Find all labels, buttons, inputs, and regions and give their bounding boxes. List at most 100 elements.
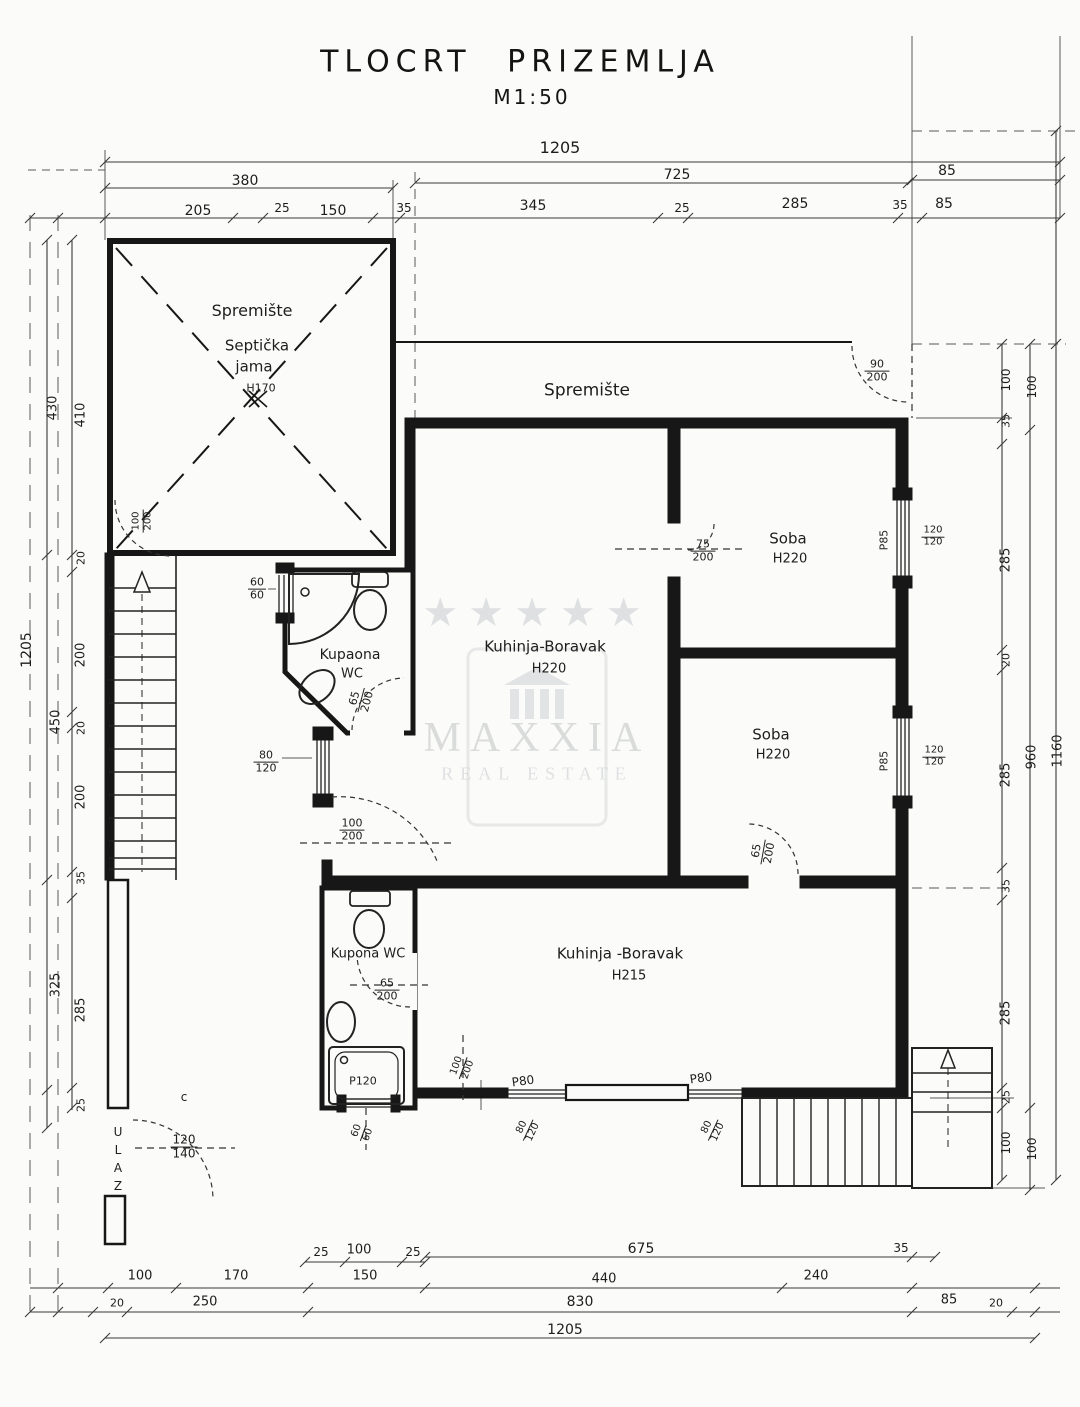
dimension-label: 25	[999, 1090, 1013, 1104]
dimension-label: 150	[352, 1268, 378, 1284]
dimension-label: 1160	[1050, 734, 1066, 768]
opening-code-label: c	[180, 1090, 188, 1104]
room-label: Kupaona	[319, 647, 381, 663]
dimension-label: 100	[999, 368, 1013, 392]
dimension-label: 20	[999, 653, 1013, 667]
room-label: Soba	[769, 529, 807, 548]
dimension-label: 85	[940, 1292, 958, 1308]
dimension-label: 725	[663, 167, 691, 183]
fixtures	[288, 571, 405, 1105]
dimension-label: 205	[184, 203, 212, 219]
dimension-label: 380	[231, 173, 259, 189]
doors	[114, 344, 913, 1200]
dimension-label: 85	[935, 196, 953, 212]
reference-lines	[28, 36, 1078, 1320]
dimension-label: 200	[73, 784, 89, 810]
stairs	[109, 556, 993, 1189]
room-label: Kuhinja-Boravak	[484, 637, 606, 656]
room-label: Septička	[224, 336, 290, 355]
dimension-label: 25	[405, 1245, 421, 1259]
dimension-label: 450	[48, 709, 64, 735]
dimension-label: 20	[74, 721, 88, 735]
dimension-label: 25	[313, 1245, 329, 1259]
room-label: jama	[235, 357, 273, 376]
watermark-tagline: REAL ESTATE	[441, 763, 633, 784]
room-label: WC	[341, 666, 363, 682]
opening-code-label: P120	[349, 1074, 377, 1088]
walls	[103, 238, 913, 1246]
dimension-label: 1205	[19, 632, 35, 668]
room-label: H220	[755, 747, 791, 763]
dimension-label: 25	[274, 201, 290, 215]
dimension-label: 170	[223, 1268, 249, 1284]
dimension-label: 100	[346, 1242, 372, 1258]
dimension-label: 285	[781, 196, 809, 212]
opening-code-label: P80	[510, 1072, 536, 1090]
room-label: Spremište	[544, 380, 630, 401]
dimension-label: 20	[74, 551, 88, 565]
dimension-label: 960	[1024, 744, 1040, 770]
dimension-label: 100	[1025, 1137, 1039, 1161]
room-label: H220	[772, 551, 808, 567]
page-title: TLOCRT PRIZEMLJA	[320, 44, 720, 80]
room-label: H220	[531, 661, 567, 677]
dimension-label: 35	[999, 879, 1013, 893]
dimension-label: 25	[74, 1098, 88, 1112]
room-label: Soba	[752, 725, 790, 744]
dimension-label: 285	[998, 1000, 1014, 1026]
dimension-label: 1205	[539, 138, 581, 157]
dimension-label: 20	[110, 1296, 124, 1310]
dimension-label: 35	[999, 414, 1013, 428]
room-label: Spremište	[211, 301, 293, 320]
dimension-label: 35	[893, 1241, 909, 1255]
dimension-label: 100	[999, 1131, 1013, 1155]
opening-code-label: P85	[877, 529, 891, 551]
dimension-label: 1205	[547, 1322, 583, 1338]
plan-scale: M1:50	[493, 85, 571, 109]
dimension-label: 250	[192, 1294, 218, 1310]
dimension-label: 285	[998, 547, 1014, 573]
watermark-brand: MAXXIA	[423, 715, 651, 761]
room-label: Kuhinja -Boravak	[556, 944, 684, 963]
room-label: Kupona WC	[330, 946, 406, 962]
room-label: H170	[246, 381, 276, 395]
watermark-stars-icon: ★★★★★	[422, 590, 652, 636]
dimension-label: 85	[938, 163, 956, 179]
dimension-label: 830	[566, 1294, 594, 1310]
dimension-lines	[24, 125, 1066, 1344]
dimension-label: 430	[45, 395, 61, 421]
dimension-label: 325	[48, 972, 64, 998]
dimension-label: 240	[803, 1268, 829, 1284]
room-label: H215	[611, 968, 647, 984]
dimension-label: 285	[73, 997, 89, 1023]
dimension-label: 35	[892, 198, 908, 212]
dimension-label: 100	[1025, 375, 1039, 399]
dimension-label: 35	[74, 871, 88, 885]
dimension-label: 675	[627, 1241, 655, 1257]
dimension-label: 410	[73, 402, 89, 428]
opening-code-label: P85	[877, 750, 891, 772]
dimension-label: 285	[998, 762, 1014, 788]
watermark-shield-icon	[466, 647, 608, 827]
dimension-label: 150	[319, 203, 347, 219]
opening-code-label: ULAZ	[111, 1125, 125, 1197]
dimension-label: 440	[591, 1271, 617, 1287]
